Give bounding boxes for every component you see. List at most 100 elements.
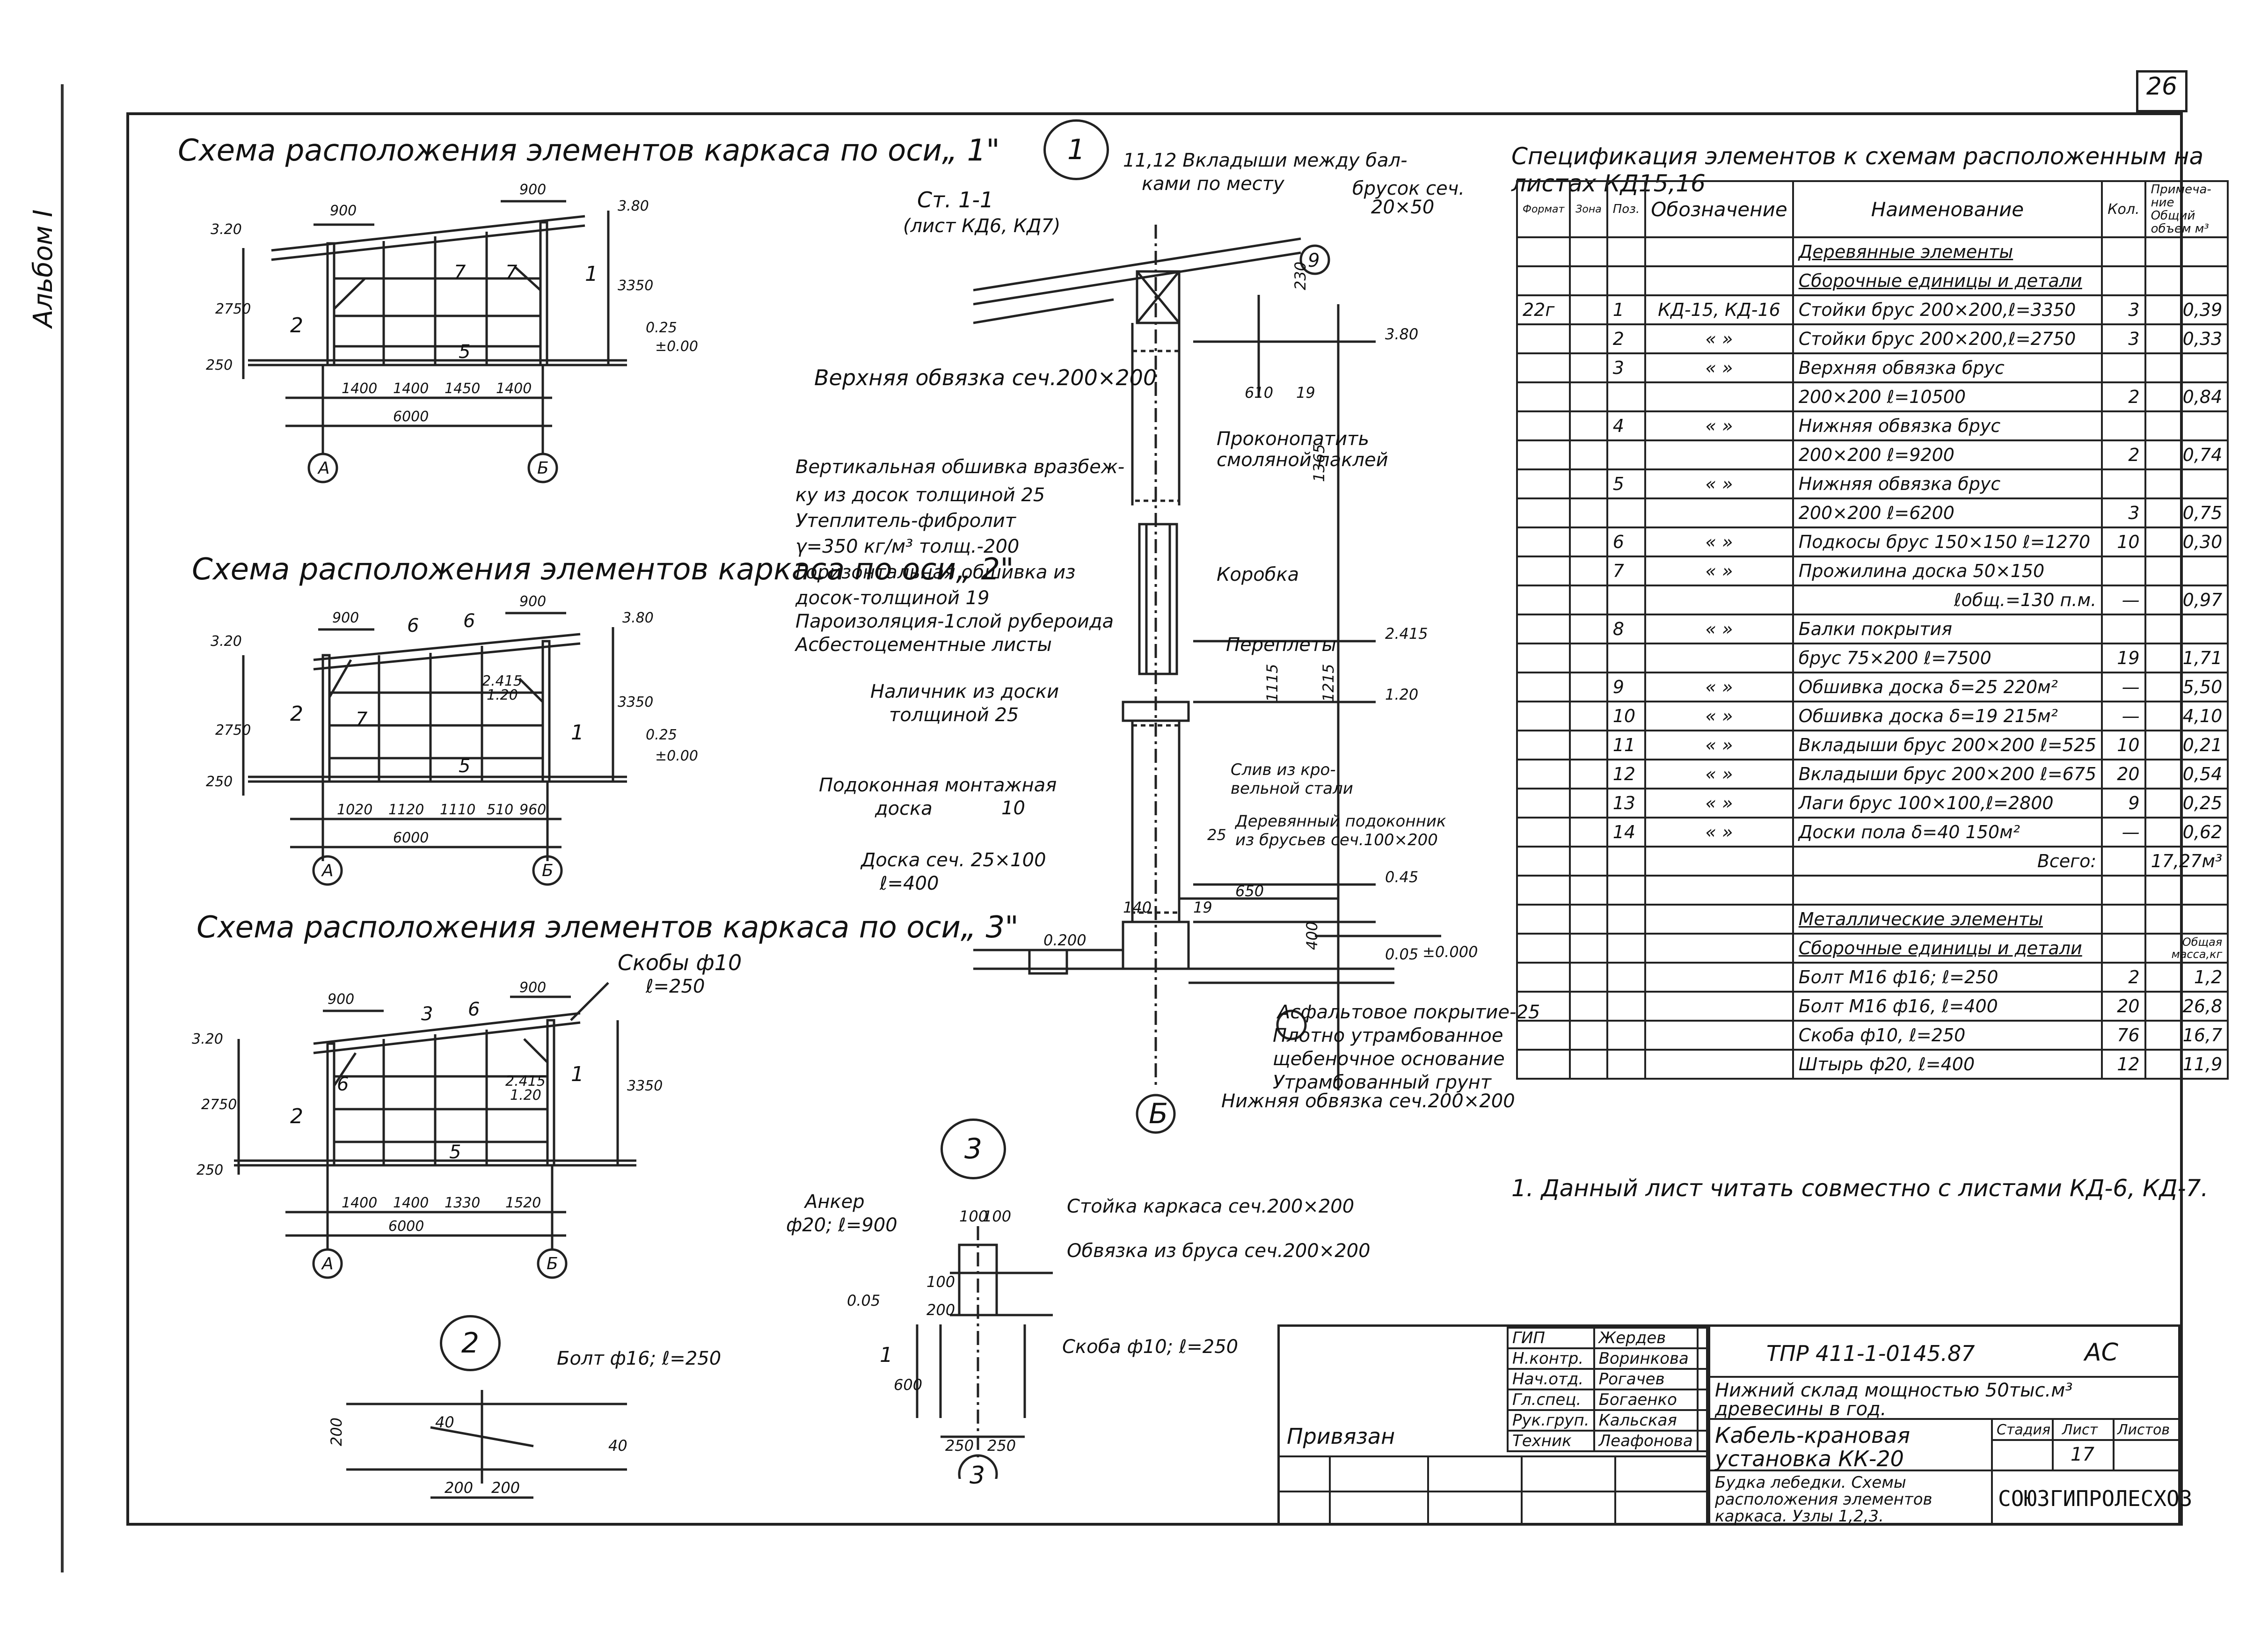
spec-cell xyxy=(1644,1049,1794,1080)
s1-axis-a: А xyxy=(317,459,330,478)
spec-cell: Нижняя обвязка брус xyxy=(1792,410,2103,441)
n3-post: Стойка каркаса сеч.200×200 xyxy=(1067,1196,1355,1217)
spec-cell: « » xyxy=(1644,759,1794,790)
scheme3-clip-len: ℓ=250 xyxy=(646,976,705,997)
s2-axis-a: А xyxy=(321,861,334,880)
stamp-signature xyxy=(1696,1368,1708,1390)
stamp-org: СОЮЗГИПРОЛЕСХОЗ xyxy=(1998,1486,2193,1511)
spec-cell xyxy=(1516,933,1571,964)
spec-cell: 0,84 xyxy=(2144,381,2229,412)
s2-mark-6b: 6 xyxy=(463,610,475,632)
spec-cell xyxy=(1516,381,1571,412)
spec-cell: 0,97 xyxy=(2144,585,2229,615)
spec-cell xyxy=(1569,556,1608,586)
spec-cell: « » xyxy=(1644,352,1794,383)
spec-cell: « » xyxy=(1644,817,1794,848)
spec-cell: 200×200 ℓ=10500 xyxy=(1792,381,2103,412)
s2-dim-960: 960 xyxy=(519,802,546,818)
spec-h-format: Формат xyxy=(1516,180,1571,238)
n1-soil: Утрамбованный грунт xyxy=(1273,1072,1492,1093)
spec-cell xyxy=(1644,875,1794,906)
spec-cell xyxy=(1516,497,1571,528)
spec-cell: Лаги брус 100×100,ℓ=2800 xyxy=(1792,788,2103,819)
spec-cell: 9 xyxy=(1606,672,1647,702)
spec-cell xyxy=(1516,556,1571,586)
spec-cell xyxy=(1516,846,1571,877)
spec-cell xyxy=(1606,381,1647,412)
n1-drip1: Слив из кро- xyxy=(1231,760,1336,779)
spec-cell: 0,54 xyxy=(2144,759,2229,790)
node1-section-ref: Ст. 1-1 xyxy=(917,187,994,212)
spec-cell: Подкосы брус 150×150 ℓ=1270 xyxy=(1792,526,2103,557)
spec-cell: « » xyxy=(1644,468,1794,499)
node2-number: 2 xyxy=(461,1327,480,1360)
spec-cell: « » xyxy=(1644,410,1794,441)
spec-cell xyxy=(1644,933,1794,964)
n2-dim-200c: 200 xyxy=(491,1479,520,1497)
n1-sill-board2: доска xyxy=(875,798,933,819)
spec-cell: « » xyxy=(1644,730,1794,760)
n3-clip: Скоба ф10; ℓ=250 xyxy=(1062,1336,1239,1358)
spec-cell: Вкладыши брус 200×200 ℓ=525 xyxy=(1792,730,2103,760)
spec-cell: 19 xyxy=(2101,643,2146,673)
spec-cell xyxy=(1644,1020,1794,1051)
s3-dim-2750: 2750 xyxy=(201,1097,237,1113)
spec-cell xyxy=(1569,701,1608,731)
s1-dim-6000: 6000 xyxy=(393,409,429,425)
spec-cell: 10 xyxy=(2101,526,2146,557)
s2-mark-6a: 6 xyxy=(407,615,419,636)
s3-dim-900b: 900 xyxy=(519,980,546,996)
stamp-role: Нач.отд. xyxy=(1507,1368,1595,1390)
scheme2-title: Схема расположения элементов каркаса по … xyxy=(192,552,1014,587)
stamp-signature xyxy=(1696,1389,1708,1411)
n2-dim-40b: 40 xyxy=(608,1437,627,1455)
s3-dim-3350: 3350 xyxy=(627,1078,663,1094)
page-number-box: 26 xyxy=(2136,70,2188,112)
s1-dim-025: 0.25 xyxy=(646,320,677,336)
spec-cell xyxy=(1644,846,1794,877)
spec-cell xyxy=(2144,904,2229,935)
spec-cell xyxy=(1606,439,1647,470)
stamp-sheet-hdr: Лист xyxy=(2062,1422,2098,1438)
s3-dim-320: 3.20 xyxy=(192,1031,223,1047)
s2-mark-2: 2 xyxy=(290,702,303,726)
n3-dim-100b: 100 xyxy=(983,1207,1011,1225)
stamp-code: ТПР 411-1-0145.87 xyxy=(1766,1341,1975,1366)
spec-cell xyxy=(1516,672,1571,702)
spec-cell: 11,9 xyxy=(2144,1049,2229,1080)
spec-cell: Металлические элементы xyxy=(1792,904,2103,935)
n3-dim-250b: 250 xyxy=(987,1437,1016,1455)
spec-cell: 0,25 xyxy=(2144,788,2229,819)
n1-insul1: Утеплитель-фибролит xyxy=(795,510,1016,532)
spec-cell xyxy=(1516,439,1571,470)
spec-cell xyxy=(1644,585,1794,615)
n1-bottom-frame: Нижняя обвязка сеч.200×200 xyxy=(1221,1090,1515,1112)
spec-cell: 11 xyxy=(1606,730,1647,760)
spec-cell xyxy=(1569,788,1608,819)
s1-dim-1400c: 1400 xyxy=(496,380,532,397)
n1-dim-1115: 1115 xyxy=(1263,664,1281,702)
spec-cell: 3 xyxy=(1606,352,1647,383)
stamp-signature xyxy=(1696,1347,1708,1370)
spec-cell: 200×200 ℓ=6200 xyxy=(1792,497,2103,528)
spec-cell: 22г xyxy=(1516,294,1571,325)
n1-cladding1: Вертикальная обшивка вразбеж- xyxy=(795,456,1125,478)
s3-dim-250: 250 xyxy=(197,1162,223,1178)
stamp-main: ТПР 411-1-0145.87 АС Нижний склад мощнос… xyxy=(1708,1324,2192,1526)
spec-cell: 3 xyxy=(2101,497,2146,528)
n1-hor1: Горизонтальная обшивка из xyxy=(795,562,1076,583)
spec-cell: — xyxy=(2101,701,2146,731)
s1-dim-2750: 2750 xyxy=(215,301,251,317)
spec-cell xyxy=(2101,265,2146,296)
spec-cell xyxy=(1644,991,1794,1022)
spec-cell: 4,10 xyxy=(2144,701,2229,731)
s1-mark-2: 2 xyxy=(290,314,303,337)
n3-dim-005: 0.05 xyxy=(847,1292,880,1309)
n1-sill2: из брусьев сеч.100×200 xyxy=(1235,831,1438,849)
s2-dim-3350: 3350 xyxy=(618,694,653,710)
